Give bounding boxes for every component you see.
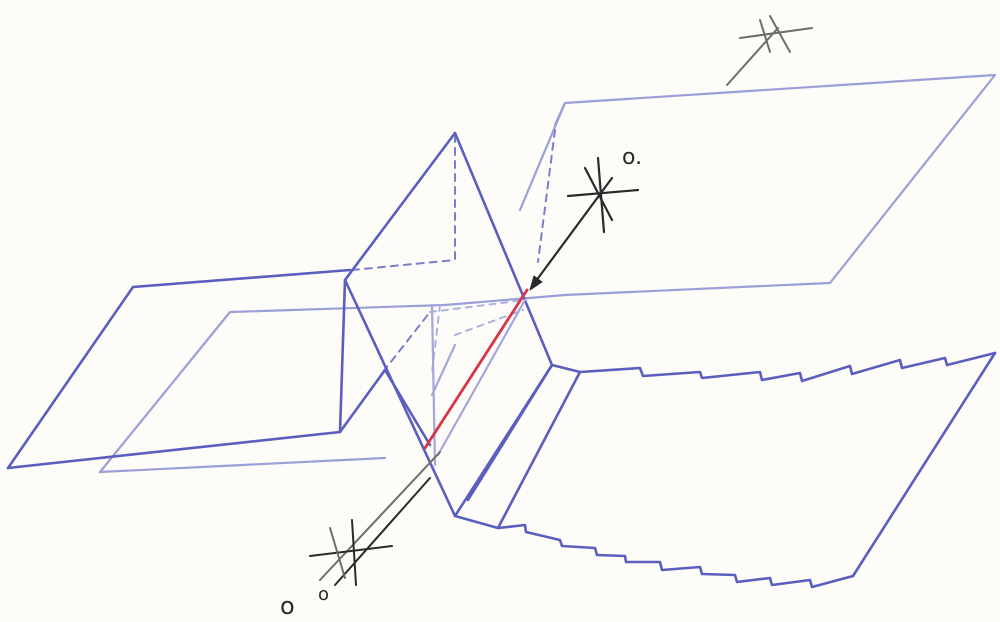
right-plane-back-edge: [550, 351, 997, 383]
prism-ridge-left: [343, 131, 457, 282]
top-star: [726, 15, 813, 86]
lower-mark-small-label: o: [318, 584, 329, 605]
prism-light-slant: [436, 298, 527, 457]
upper-mark-label: o.: [622, 145, 642, 170]
bottom-ray-1: [319, 451, 441, 581]
top-star-stroke-1: [739, 27, 813, 39]
prism-light-vertical: [430, 303, 437, 467]
hidden-edge-4: [537, 129, 556, 263]
bottom-ray-2: [334, 477, 431, 586]
bottom-star: [309, 451, 441, 586]
prism-ridge-right: [453, 131, 554, 367]
hidden-edges: [351, 129, 556, 373]
middle-arrowhead-icon: [529, 275, 543, 291]
middle-star: [531, 156, 640, 287]
top-star-stroke-3: [769, 15, 791, 53]
middle-star-stroke-2: [596, 156, 606, 234]
left-plane-bottom: [6, 430, 342, 470]
bottom-star-stroke-2: [351, 519, 357, 586]
prism-light-lower: [430, 343, 457, 397]
left-plane-outline: [6, 268, 352, 470]
prism-inner-front: [383, 368, 432, 447]
back-plane-top-link: [553, 101, 567, 127]
hidden-edge-6: [431, 304, 441, 373]
hidden-edge-3: [382, 311, 431, 373]
back-plane-top-edge: [443, 73, 997, 307]
bottom-star-stroke-3: [329, 527, 346, 579]
top-star-ray: [726, 27, 779, 86]
back-plane-left-edge: [98, 303, 447, 474]
top-star-stroke-2: [759, 19, 771, 53]
right-plane-front-edge: [453, 514, 855, 589]
prism-front-face: [343, 278, 554, 518]
hidden-edges-light: [429, 299, 526, 373]
bottom-star-stroke-1: [309, 545, 393, 557]
prism-light-edges: [430, 298, 527, 467]
right-plane-step-inner: [466, 363, 554, 502]
middle-star-stroke-1: [566, 188, 640, 198]
prism-inner-left: [338, 368, 387, 434]
hidden-edge-5: [429, 299, 526, 313]
left-plane: [6, 268, 352, 470]
back-plane-outline: [98, 456, 387, 474]
right-plane: [453, 351, 997, 589]
hidden-edge-2: [351, 259, 456, 271]
left-plane-fold: [338, 278, 347, 434]
highlight-red-line: [423, 288, 529, 450]
back-plane: [98, 73, 997, 474]
right-plane-step-left: [496, 370, 582, 530]
middle-star-stroke-3: [583, 166, 614, 222]
right-plane-far-side: [851, 351, 997, 578]
lower-mark-large-label: o: [280, 592, 295, 620]
